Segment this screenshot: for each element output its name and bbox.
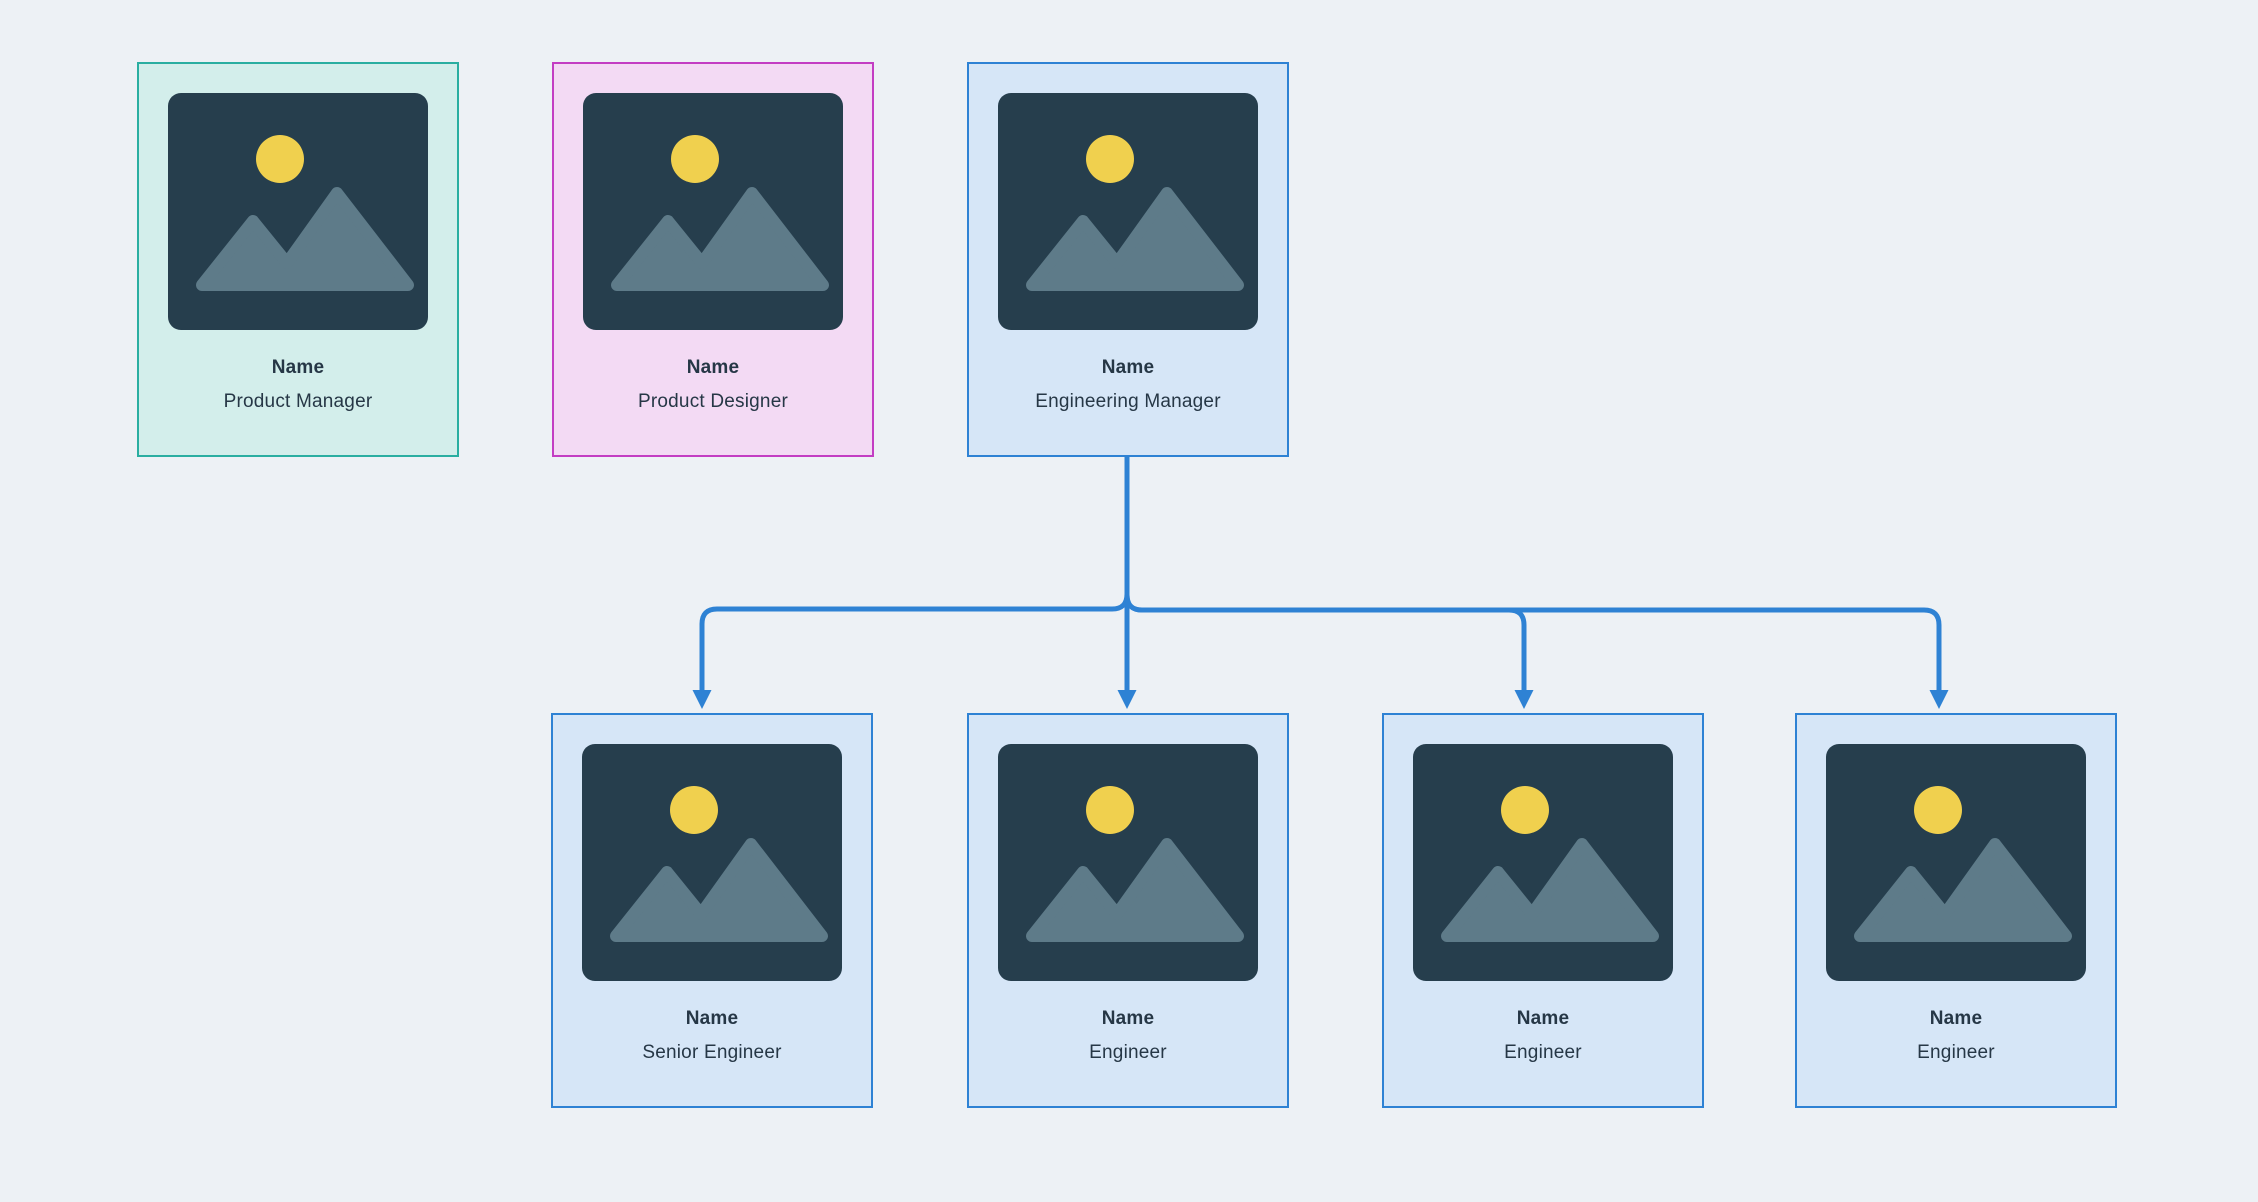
card-role: Product Designer [638, 391, 788, 412]
card-name: Name [685, 1008, 739, 1029]
image-placeholder-icon [1413, 744, 1673, 981]
card-role: Engineer [1504, 1042, 1582, 1063]
card-role: Engineer [1089, 1042, 1167, 1063]
image-placeholder-icon [582, 744, 842, 981]
card-product-manager[interactable]: Name Product Manager [137, 62, 459, 457]
arrowhead-engineer-2 [1514, 690, 1534, 709]
card-engineer-2[interactable]: Name Engineer [1382, 713, 1704, 1108]
image-placeholder-icon [168, 93, 428, 330]
card-role: Senior Engineer [642, 1042, 782, 1063]
arrowhead-senior-engineer [692, 690, 712, 709]
card-product-designer[interactable]: Name Product Designer [552, 62, 874, 457]
card-role: Engineer [1917, 1042, 1995, 1063]
connector-left-branch[interactable] [699, 593, 1130, 692]
card-engineer-1[interactable]: Name Engineer [967, 713, 1289, 1108]
card-role: Engineering Manager [1035, 391, 1221, 412]
card-name: Name [271, 357, 325, 378]
card-engineering-manager[interactable]: Name Engineering Manager [967, 62, 1289, 457]
card-engineer-3[interactable]: Name Engineer [1795, 713, 2117, 1108]
image-placeholder-icon [583, 93, 843, 330]
arrowhead-engineer-1 [1117, 690, 1137, 709]
image-placeholder-icon [998, 744, 1258, 981]
card-name: Name [1101, 357, 1155, 378]
card-name: Name [686, 357, 740, 378]
connector-right-branch[interactable] [1124, 594, 1942, 692]
card-senior-engineer[interactable]: Name Senior Engineer [551, 713, 873, 1108]
card-name: Name [1929, 1008, 1983, 1029]
arrowhead-engineer-3 [1929, 690, 1949, 709]
image-placeholder-icon [1826, 744, 2086, 981]
card-role: Product Manager [223, 391, 373, 412]
card-name: Name [1516, 1008, 1570, 1029]
image-placeholder-icon [998, 93, 1258, 330]
card-name: Name [1101, 1008, 1155, 1029]
connector-mid-right-branch[interactable] [1124, 594, 1527, 692]
